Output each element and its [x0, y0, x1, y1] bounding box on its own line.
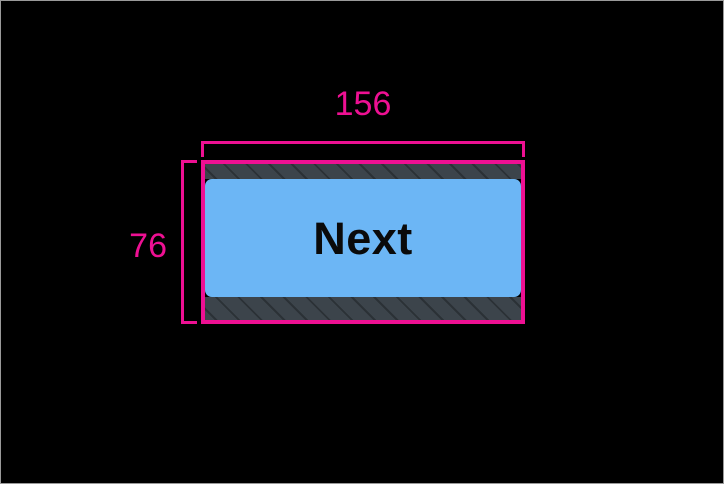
width-dimension-bracket: [201, 141, 525, 157]
height-dimension-bracket: [181, 160, 197, 324]
padding-hatch-bottom: [205, 297, 521, 320]
height-dimension-label: 76: [129, 227, 167, 265]
padding-hatch-top: [205, 164, 521, 179]
measured-element-outline: Next: [201, 160, 525, 324]
next-button-label: Next: [313, 212, 413, 264]
width-dimension-label: 156: [334, 85, 392, 123]
next-button[interactable]: Next: [205, 179, 521, 297]
